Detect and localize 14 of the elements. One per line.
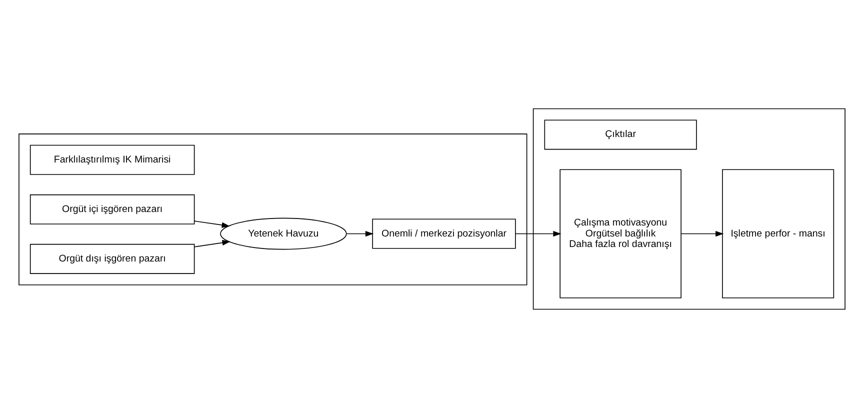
cluster — [18, 133, 528, 285]
node-box: Orgüt dışı işgören pazarı — [30, 243, 195, 274]
arrow — [680, 230, 724, 236]
arrow — [194, 220, 230, 228]
node-box: Orgüt içi işgören pazarı — [30, 194, 195, 224]
arrow — [194, 239, 230, 247]
node-box: Farklılaştırılmış IK Mimarisi — [30, 144, 195, 174]
node-box: Çalışma motivasyonu Orgütsel bağlılık Daha fazla rol davranışı — [560, 168, 682, 298]
node-box: Işletme perfor - mansı — [722, 168, 834, 298]
node-box: Çıktılar — [544, 119, 697, 150]
cluster — [532, 108, 846, 310]
arrow — [515, 230, 562, 236]
node-box: Onemli / merkezi pozisyonlar — [372, 218, 516, 248]
arrow — [346, 230, 374, 236]
